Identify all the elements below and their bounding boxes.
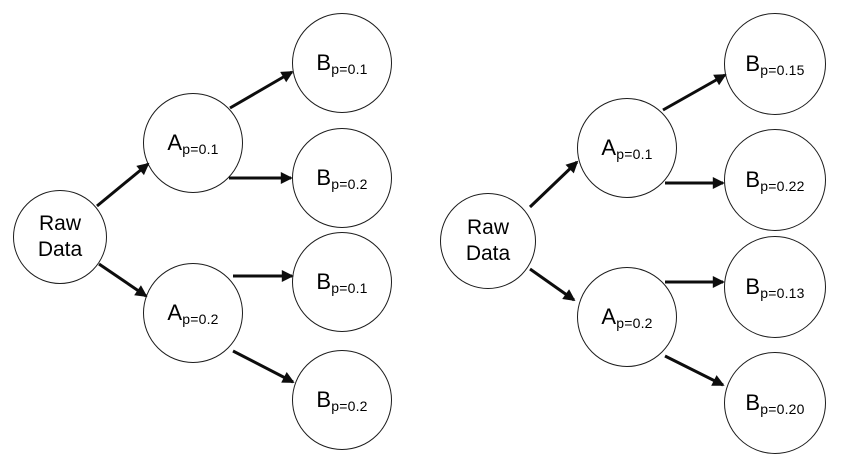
node-right-b-p013: Bp=0.13	[724, 236, 826, 338]
node-main-label: B	[316, 269, 332, 294]
arrow-left-a2-to-b4	[232, 349, 295, 384]
node-sub-label: p=0.2	[331, 176, 368, 192]
node-right-b-p020: Bp=0.20	[724, 352, 826, 454]
arrow-right-a1-to-b1	[662, 73, 727, 112]
node-sub-label: p=0.1	[331, 61, 368, 77]
node-main-label: B	[745, 167, 761, 192]
node-left-b-p02-upper: Bp=0.2	[292, 128, 392, 228]
node-main-label: B	[316, 50, 332, 75]
node-right-b-p015: Bp=0.15	[724, 13, 826, 115]
node-sub-label: p=0.2	[616, 315, 653, 331]
node-sub-label: p=0.1	[616, 146, 653, 162]
node-label-raw-data: Raw Data	[465, 215, 511, 265]
node-main-label: A	[167, 130, 183, 155]
node-sub-label: p=0.2	[182, 311, 219, 327]
node-sub-label: p=0.1	[331, 280, 368, 296]
node-sub-label: p=0.13	[760, 285, 805, 301]
node-left-b-p02-bottom: Bp=0.2	[292, 350, 392, 450]
arrow-left-a1-to-b1	[229, 70, 294, 110]
arrow-left-raw-to-a2	[98, 262, 148, 298]
node-sub-label: p=0.2	[331, 398, 368, 414]
node-main-label: A	[601, 304, 617, 329]
node-main-label: B	[745, 390, 761, 415]
node-right-b-p022: Bp=0.22	[724, 129, 826, 231]
arrow-right-raw-to-a2	[529, 267, 576, 302]
node-left-raw-data: Raw Data	[13, 190, 107, 284]
node-right-a-p01: Ap=0.1	[577, 98, 677, 198]
arrow-left-raw-to-a1	[96, 162, 150, 208]
node-main-label: A	[601, 135, 617, 160]
node-main-label: B	[316, 165, 332, 190]
arrow-right-raw-to-a1	[528, 160, 579, 209]
node-left-b-p01-lower: Bp=0.1	[292, 232, 392, 332]
node-left-a-p02: Ap=0.2	[143, 263, 243, 363]
node-left-a-p01: Ap=0.1	[143, 93, 243, 193]
node-sub-label: p=0.15	[760, 62, 805, 78]
node-sub-label: p=0.1	[182, 141, 219, 157]
node-main-label: A	[167, 300, 183, 325]
node-right-a-p02: Ap=0.2	[577, 267, 677, 367]
node-left-b-p01-top: Bp=0.1	[292, 13, 392, 113]
arrow-right-a2-to-b4	[664, 354, 725, 387]
node-main-label: B	[316, 387, 332, 412]
node-right-raw-data: Raw Data	[440, 193, 536, 289]
node-sub-label: p=0.20	[760, 401, 805, 417]
node-sub-label: p=0.22	[760, 178, 805, 194]
node-main-label: B	[745, 51, 761, 76]
node-main-label: B	[745, 274, 761, 299]
node-label-raw-data: Raw Data	[37, 211, 83, 261]
